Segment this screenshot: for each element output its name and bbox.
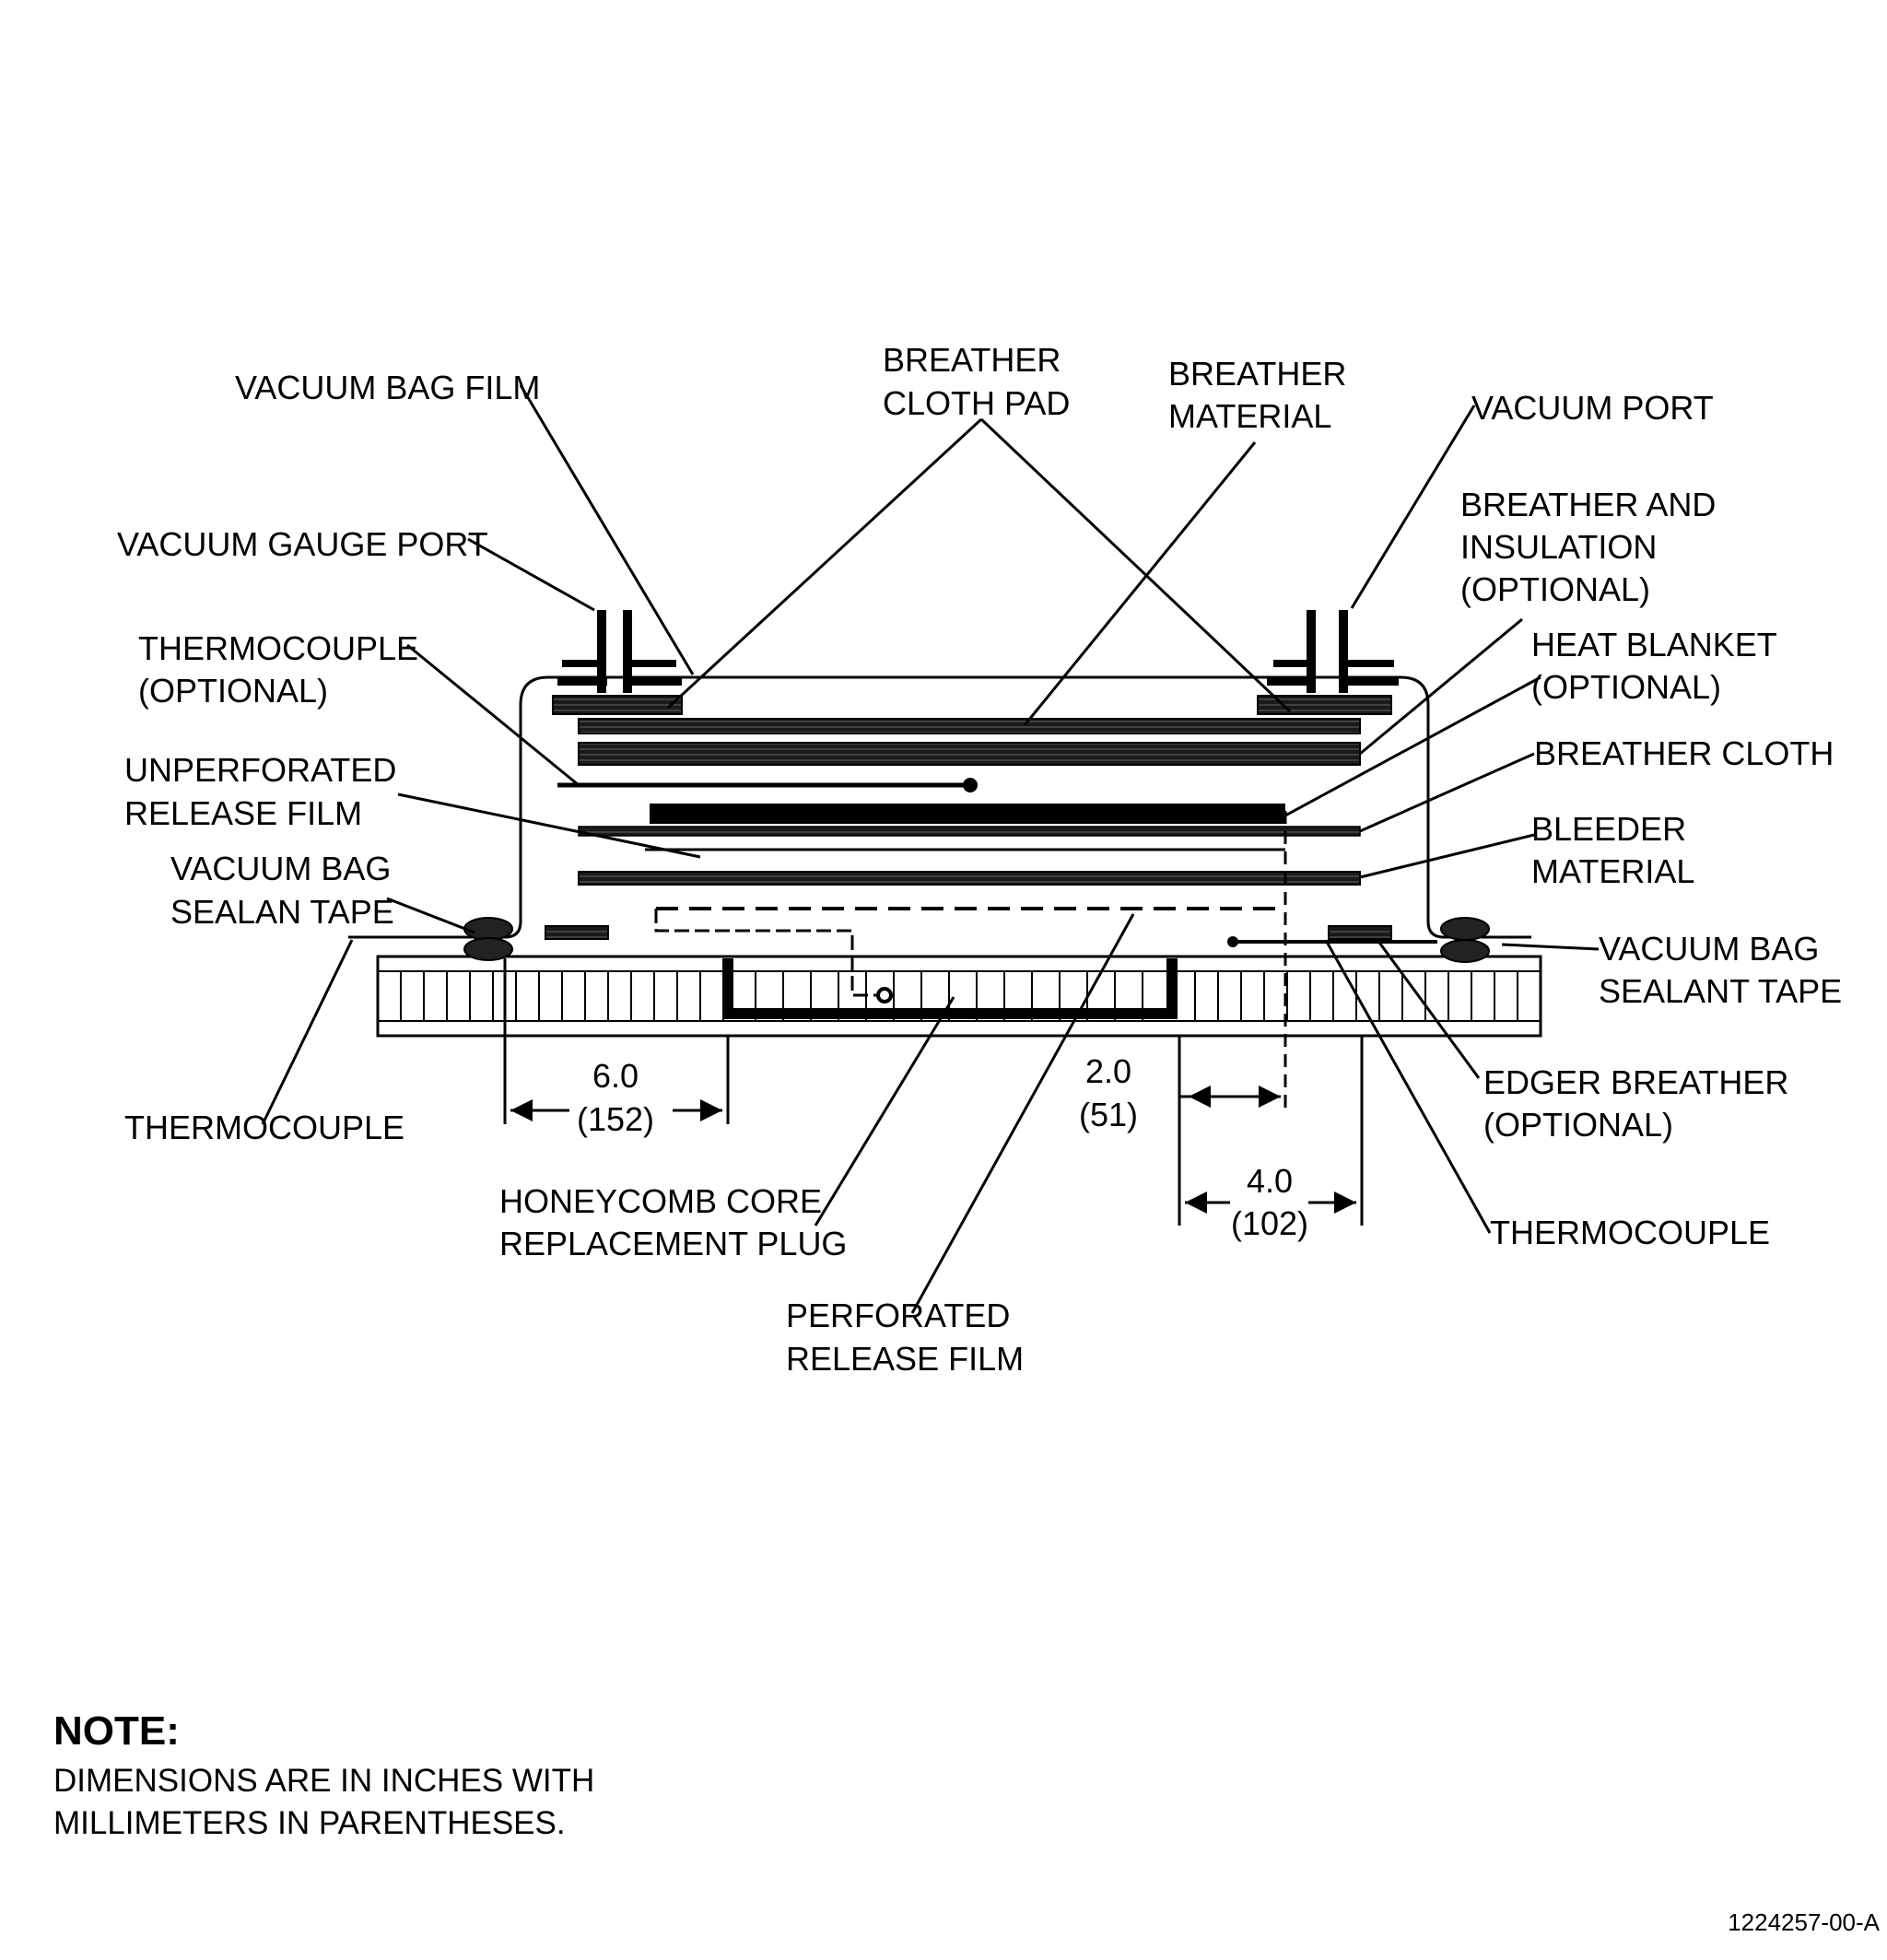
svg-text:INSULATION: INSULATION — [1460, 528, 1657, 566]
plug-thermocouple-tip — [876, 987, 893, 1003]
svg-text:(OPTIONAL): (OPTIONAL) — [1460, 570, 1650, 608]
note-title: NOTE: — [53, 1708, 180, 1754]
label-breather-cloth-pad: BREATHER CLOTH PAD — [883, 341, 1070, 422]
note-line-2: MILLIMETERS IN PARENTHESES. — [53, 1805, 566, 1841]
svg-text:VACUUM BAG: VACUUM BAG — [170, 850, 391, 887]
svg-text:SEALAN TAPE: SEALAN TAPE — [170, 893, 394, 931]
svg-text:(152): (152) — [577, 1100, 654, 1138]
svg-text:2.0: 2.0 — [1085, 1052, 1131, 1090]
label-bleeder-material: BLEEDER MATERIAL — [1531, 810, 1694, 890]
label-breather-cloth: BREATHER CLOTH — [1534, 734, 1834, 772]
svg-text:BLEEDER: BLEEDER — [1531, 810, 1686, 848]
breather-material-layer — [578, 718, 1361, 734]
svg-text:(OPTIONAL): (OPTIONAL) — [1531, 668, 1721, 706]
figure-id: 1224257-00-A — [1728, 1908, 1880, 1936]
svg-text:UNPERFORATED: UNPERFORATED — [124, 751, 396, 789]
svg-text:CLOTH PAD: CLOTH PAD — [883, 384, 1070, 422]
edge-breather-right — [1328, 925, 1392, 940]
label-thermocouple-left: THERMOCOUPLE — [124, 1109, 404, 1146]
label-heat-blanket: HEAT BLANKET (OPTIONAL) — [1531, 626, 1777, 706]
svg-text:HONEYCOMB CORE: HONEYCOMB CORE — [499, 1182, 822, 1220]
note-block: NOTE: DIMENSIONS ARE IN INCHES WITH MILL… — [53, 1708, 594, 1841]
svg-text:(51): (51) — [1079, 1096, 1138, 1133]
breather-cloth-pad-right — [1257, 695, 1392, 715]
dimension-6-in: 6.0 (152) — [577, 1057, 654, 1138]
label-vacuum-gauge-port: VACUUM GAUGE PORT — [117, 525, 488, 563]
label-honeycomb-core-plug: HONEYCOMB CORE REPLACEMENT PLUG — [499, 1182, 847, 1262]
label-breather-and-insulation: BREATHER AND INSULATION (OPTIONAL) — [1460, 486, 1716, 608]
heat-blanket-layer — [650, 804, 1285, 824]
leader-lines — [261, 384, 1600, 1314]
bleeder-material-layer — [578, 871, 1361, 886]
svg-text:EDGER BREATHER: EDGER BREATHER — [1483, 1063, 1788, 1101]
dimension-4-in: 4.0 (102) — [1231, 1162, 1308, 1242]
label-vacuum-bag-film: VACUUM BAG FILM — [235, 369, 540, 406]
svg-text:(OPTIONAL): (OPTIONAL) — [1483, 1106, 1673, 1144]
svg-text:HEAT BLANKET: HEAT BLANKET — [1531, 626, 1777, 663]
honeycomb-core-panel — [376, 955, 1542, 1038]
plug-thermocouple-wire — [654, 909, 880, 997]
breather-and-insulation-layer — [578, 742, 1361, 766]
svg-text:(OPTIONAL): (OPTIONAL) — [138, 672, 328, 710]
sealant-tape-left — [463, 917, 513, 961]
edge-breather-left — [545, 925, 609, 940]
svg-text:PERFORATED: PERFORATED — [786, 1297, 1010, 1334]
svg-text:6.0: 6.0 — [592, 1057, 639, 1095]
sealant-tape-right — [1440, 917, 1490, 963]
thermocouple-optional-tip — [963, 778, 978, 792]
dimension-2-in: 2.0 (51) — [1079, 1052, 1138, 1133]
honeycomb-cells-left — [400, 971, 724, 1021]
svg-text:VACUUM BAG: VACUUM BAG — [1599, 930, 1819, 968]
svg-text:THERMOCOUPLE: THERMOCOUPLE — [138, 629, 418, 667]
svg-text:BREATHER: BREATHER — [1168, 355, 1346, 393]
label-breather-material: BREATHER MATERIAL — [1168, 355, 1346, 435]
svg-text:4.0: 4.0 — [1247, 1162, 1293, 1200]
label-thermocouple-optional: THERMOCOUPLE (OPTIONAL) — [138, 629, 418, 710]
plug-adhesive-bottom — [728, 1008, 1172, 1017]
honeycomb-cells-right — [1194, 971, 1518, 1021]
breather-cloth-layer — [578, 826, 1361, 837]
svg-text:(102): (102) — [1231, 1204, 1308, 1242]
vacuum-gauge-port — [557, 610, 682, 693]
svg-text:BREATHER AND: BREATHER AND — [1460, 486, 1716, 523]
svg-text:SEALANT TAPE: SEALANT TAPE — [1599, 972, 1842, 1010]
note-line-1: DIMENSIONS ARE IN INCHES WITH — [53, 1763, 594, 1799]
svg-text:RELEASE FILM: RELEASE FILM — [786, 1340, 1024, 1378]
label-perforated-release-film: PERFORATED RELEASE FILM — [786, 1297, 1024, 1378]
svg-text:REPLACEMENT PLUG: REPLACEMENT PLUG — [499, 1225, 847, 1262]
svg-text:RELEASE FILM: RELEASE FILM — [124, 794, 362, 832]
vacuum-port — [1267, 610, 1399, 693]
label-vacuum-port: VACUUM PORT — [1471, 389, 1714, 427]
svg-text:MATERIAL: MATERIAL — [1168, 397, 1331, 435]
label-unperforated-release-film: UNPERFORATED RELEASE FILM — [124, 751, 396, 832]
dimension-lines — [503, 958, 1364, 1226]
breather-cloth-pad-left — [552, 695, 683, 715]
vacuum-bag-film — [348, 675, 1531, 939]
label-vacuum-bag-sealant-tape: VACUUM BAG SEALANT TAPE — [1599, 930, 1842, 1010]
thermocouple-right-tip — [1227, 936, 1238, 947]
label-vacuum-bag-sealan-tape: VACUUM BAG SEALAN TAPE — [170, 850, 394, 931]
svg-text:MATERIAL: MATERIAL — [1531, 852, 1694, 890]
svg-text:BREATHER: BREATHER — [883, 341, 1061, 379]
label-thermocouple-right: THERMOCOUPLE — [1490, 1214, 1770, 1251]
label-edger-breather: EDGER BREATHER (OPTIONAL) — [1483, 1063, 1788, 1144]
